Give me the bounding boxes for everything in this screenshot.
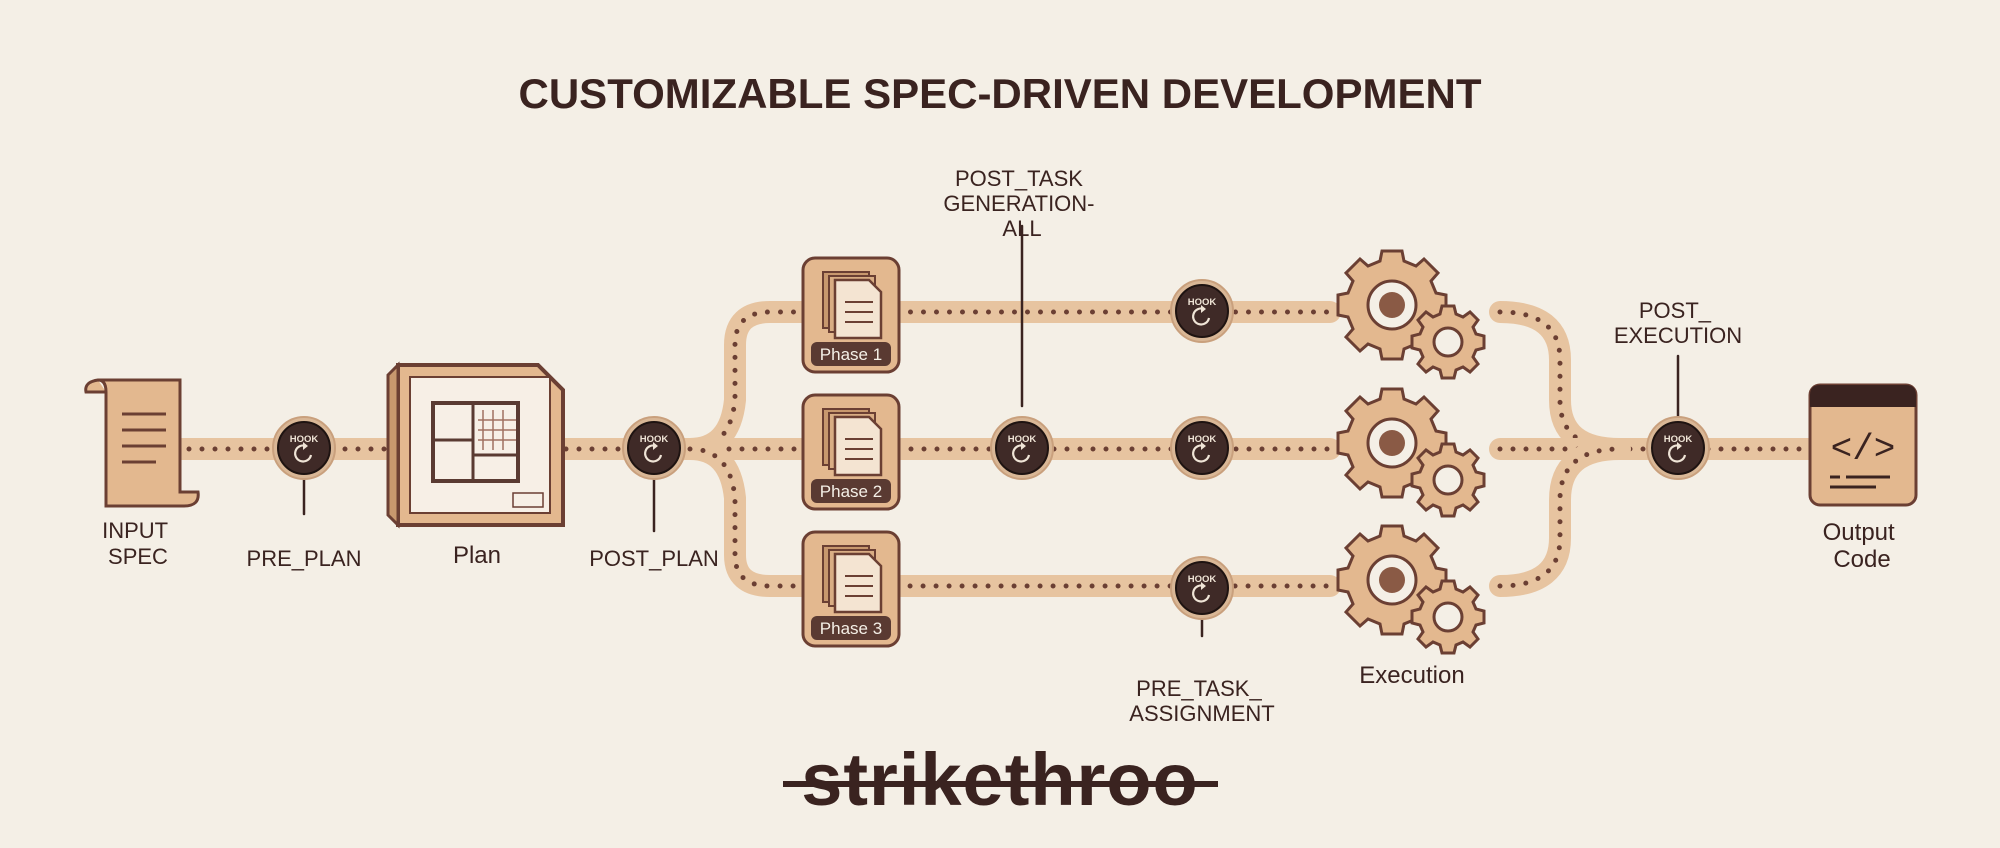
phase-documents: Phase 1 Phase 2 Phase 3: [801, 256, 901, 648]
refresh-icon: [1192, 582, 1211, 603]
pre-plan-label-line1: PRE_PLAN: [247, 546, 362, 571]
hook-text: HOOK: [290, 434, 319, 445]
execution-gear-3-icon: [1336, 524, 1486, 655]
hooks-layer: HOOK HOOK HOOK HOOK HOOK HOOK HOOK: [272, 279, 1710, 620]
pre-task-assign-label-line2: ASSIGNMENT: [1129, 701, 1274, 726]
hook-text: HOOK: [1188, 574, 1217, 585]
diagram-title: CUSTOMIZABLE SPEC-DRIVEN DEVELOPMENT: [519, 70, 1482, 117]
phase-1-document-icon: Phase 1: [801, 256, 901, 374]
pre-task-assignment-hook-label: PRE_TASK_ ASSIGNMENT: [1129, 676, 1274, 726]
output-code-label-line2: Code: [1833, 546, 1890, 573]
execution-label: Execution: [1359, 662, 1464, 689]
input-spec-label-line1: INPUT: [102, 518, 168, 543]
phase-2-label: Phase 2: [820, 482, 882, 501]
refresh-icon: [1012, 442, 1031, 463]
hook-text: HOOK: [1664, 434, 1693, 445]
post-exec-label-line2: EXECUTION: [1614, 323, 1742, 348]
input-spec-scroll-icon: [84, 378, 200, 508]
post-task-gen-label-line1: POST_TASK: [955, 166, 1083, 191]
post-execution-hook-label: POST_ EXECUTION: [1614, 298, 1742, 348]
code-glyph: </>: [1831, 429, 1896, 470]
post-execution-hook-icon: HOOK: [1646, 416, 1710, 480]
phase-1-label: Phase 1: [820, 345, 882, 364]
pre-task-assign-label-line1: PRE_TASK_: [1136, 676, 1262, 701]
refresh-icon: [294, 442, 313, 463]
post-task-generation-all-hook-label: POST_TASK GENERATION- ALL: [943, 166, 1100, 241]
post-exec-label-line1: POST_: [1639, 298, 1712, 323]
track-merge-top: [1489, 301, 1631, 460]
output-code-window-icon: </>: [1808, 383, 1918, 507]
hook-text: HOOK: [1188, 297, 1217, 308]
hook-text: HOOK: [1188, 434, 1217, 445]
output-code-label-line1: Output: [1823, 519, 1895, 546]
phase-3-document-icon: Phase 3: [801, 530, 901, 648]
hook-text: HOOK: [1008, 434, 1037, 445]
top-execution-hook-icon: HOOK: [1170, 279, 1234, 343]
input-spec-label: INPUT SPEC: [102, 518, 174, 569]
plan-label: Plan: [453, 542, 501, 569]
logo-wordmark: strikethroo: [801, 738, 1199, 821]
pre-task-assignment-hook-icon: HOOK: [1170, 556, 1234, 620]
post-plan-hook-icon: HOOK: [622, 416, 686, 480]
post-task-generation-all-hook-icon: HOOK: [990, 416, 1054, 480]
track-branch-top-dots: [687, 309, 1333, 452]
post-plan-label-line1: POST_PLAN: [589, 546, 719, 571]
output-code-label: Output Code: [1823, 519, 1902, 573]
refresh-icon: [644, 442, 663, 463]
input-spec-label-line2: SPEC: [108, 544, 168, 569]
pre-plan-hook-icon: HOOK: [272, 416, 336, 480]
post-task-gen-label-line2: GENERATION-: [943, 191, 1094, 216]
mid-execution-hook-icon: HOOK: [1170, 416, 1234, 480]
execution-gear-1-icon: [1336, 249, 1486, 380]
execution-gears: [1336, 249, 1486, 655]
post-task-gen-label-line3: ALL: [1002, 216, 1041, 241]
refresh-icon: [1192, 305, 1211, 326]
pre-plan-hook-label: PRE_PLAN: [247, 546, 362, 571]
post-plan-hook-label: POST_PLAN: [589, 546, 719, 571]
phase-2-document-icon: Phase 2: [801, 393, 901, 511]
phase-3-label: Phase 3: [820, 619, 882, 638]
track-merge-bottom: [1489, 438, 1631, 597]
execution-gear-2-icon: [1336, 387, 1486, 518]
refresh-icon: [1192, 442, 1211, 463]
strikethroo-logo: strikethroo: [783, 738, 1218, 821]
plan-blueprint-icon: [386, 361, 565, 529]
track-branch-bottom-dots: [687, 446, 1333, 589]
hook-text: HOOK: [640, 434, 669, 445]
refresh-icon: [1668, 442, 1687, 463]
